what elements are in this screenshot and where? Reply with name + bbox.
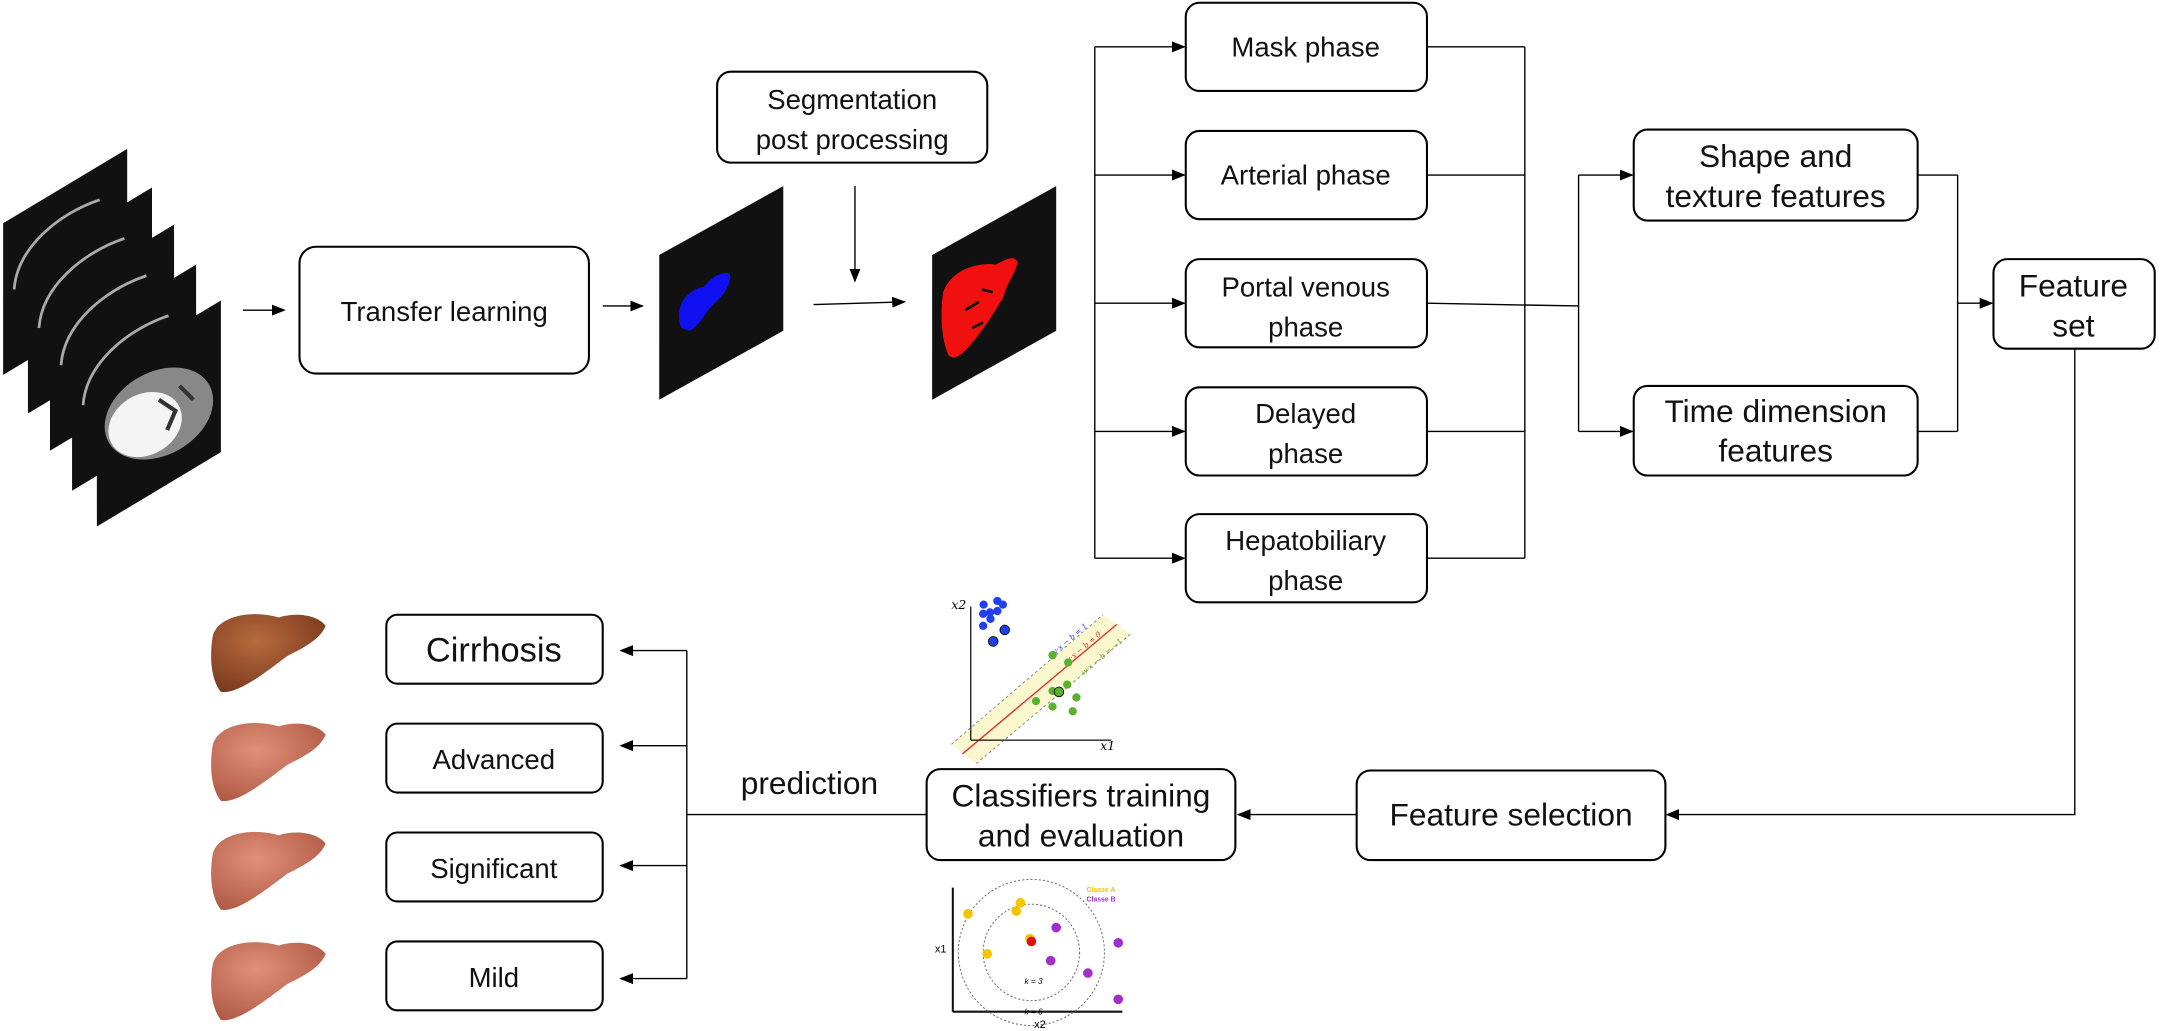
feature-set-label: set xyxy=(2052,307,2094,343)
liver-image xyxy=(211,831,326,910)
segmentation-label-line2: post processing xyxy=(756,124,949,155)
time-dimension-label: Time dimension xyxy=(1664,393,1886,429)
knn-point-class-b xyxy=(1113,937,1124,948)
svm-support-vector xyxy=(988,636,999,647)
svm-point-class1 xyxy=(986,614,995,624)
outcome-mild: Mild xyxy=(385,940,604,1012)
phase-label: phase xyxy=(1268,565,1343,596)
outcome-significant: Significant xyxy=(385,831,604,903)
svm-point-class1 xyxy=(979,621,988,630)
time-dimension-features-box: Time dimension features xyxy=(1632,384,1919,477)
segmentation-mask-red xyxy=(932,186,1057,400)
phase-split-connector xyxy=(1094,41,1186,564)
feature-set-label: Feature xyxy=(2019,267,2128,303)
phase-label: phase xyxy=(1268,438,1343,469)
outcome-cirrhosis: Cirrhosis xyxy=(385,613,604,685)
classifiers-label: and evaluation xyxy=(978,817,1184,853)
liver-image xyxy=(211,722,326,802)
feature-selection-label: Feature selection xyxy=(1390,797,1633,833)
phase-delayed: Delayed phase xyxy=(1184,386,1428,477)
knn-point-class-a xyxy=(982,948,993,959)
feature-merge-connector xyxy=(1917,174,1994,433)
knn-point-class-b xyxy=(1045,955,1056,966)
svm-point-class2 xyxy=(1048,702,1057,711)
phase-label: Portal venous xyxy=(1221,271,1389,302)
svm-support-vector xyxy=(1053,686,1065,698)
knn-point-class-a xyxy=(963,909,973,919)
arrow xyxy=(813,296,906,308)
classifiers-label: Classifiers training xyxy=(952,777,1211,813)
phase-portal-venous: Portal venous phase xyxy=(1184,258,1428,349)
feature-selection-box: Feature selection xyxy=(1355,769,1667,862)
svm-point-class1 xyxy=(979,609,988,618)
phase-label: Mask phase xyxy=(1231,32,1380,63)
knn-x-axis-label: x2 xyxy=(1034,1019,1046,1031)
knn-k3-label: k = 3 xyxy=(1024,977,1043,986)
knn-inset: x1 x2 Classe A Classe B k = 3 k = 6 xyxy=(935,878,1124,1031)
knn-point-class-b xyxy=(1113,994,1124,1005)
transfer-learning-box: Transfer learning xyxy=(298,245,590,375)
liver-image xyxy=(211,942,326,1021)
outcome-label: Advanced xyxy=(433,744,556,775)
outcome-label: Mild xyxy=(469,962,520,993)
knn-point-class-b xyxy=(1051,922,1062,933)
outcome-advanced: Advanced xyxy=(385,722,604,794)
knn-y-axis-label: x1 xyxy=(935,943,947,955)
shape-texture-features-box: Shape and texture features xyxy=(1632,128,1919,222)
svm-y-axis-label: x2 xyxy=(951,597,966,612)
phase-hepatobiliary: Hepatobiliary phase xyxy=(1184,513,1428,604)
knn-k6-label: k = 6 xyxy=(1024,1007,1043,1016)
classifiers-box: Classifiers training and evaluation xyxy=(925,768,1237,862)
svm-x-axis-label: x1 xyxy=(1100,738,1115,753)
svm-point-class2 xyxy=(1072,693,1081,702)
svm-point-class2 xyxy=(1068,707,1077,716)
svm-point-class1 xyxy=(993,606,1002,616)
phase-label: Hepatobiliary xyxy=(1225,525,1386,556)
svm-point-class2 xyxy=(1063,680,1072,689)
knn-query-point xyxy=(1026,936,1037,947)
outcome-label: Significant xyxy=(430,853,557,884)
svm-point-class1 xyxy=(979,600,988,609)
svm-point-class2 xyxy=(1048,651,1057,660)
phase-merge-connector xyxy=(1426,46,1634,559)
segmentation-label-line1: Segmentation xyxy=(767,84,937,115)
knn-point-class-a xyxy=(1015,897,1026,908)
shape-texture-label: texture features xyxy=(1666,178,1886,214)
svm-point-class1 xyxy=(998,600,1008,609)
svm-support-vector xyxy=(999,624,1010,636)
mri-image-stack xyxy=(3,148,221,527)
feature-set-box: Feature set xyxy=(1992,258,2156,350)
phase-arterial: Arterial phase xyxy=(1184,129,1428,221)
prediction-label: prediction xyxy=(741,765,878,801)
time-dimension-label: features xyxy=(1718,433,1833,469)
phase-label: phase xyxy=(1268,311,1343,342)
knn-legend-a: Classe A xyxy=(1087,887,1116,894)
segmentation-post-processing-box: Segmentation post processing xyxy=(716,70,989,164)
outcome-label: Cirrhosis xyxy=(426,632,562,670)
shape-texture-label: Shape and xyxy=(1699,138,1852,174)
phase-mask: Mask phase xyxy=(1184,1,1428,93)
phase-label: Arterial phase xyxy=(1221,160,1391,191)
liver-cirrhotic-image xyxy=(211,614,326,693)
svm-inset: x2 x1 w·x − b = 1 w·x − b = 0 w·x − b = … xyxy=(951,596,1131,764)
prediction-connector xyxy=(619,645,927,985)
svm-point-class2 xyxy=(1064,658,1073,667)
knn-point-class-a xyxy=(1011,906,1022,916)
svm-point-class2 xyxy=(1031,696,1041,706)
svm-point-class1 xyxy=(985,608,995,617)
knn-point-class-b xyxy=(1083,968,1093,978)
transfer-learning-label: Transfer learning xyxy=(341,296,548,327)
phase-label: Delayed xyxy=(1255,398,1356,429)
arrow xyxy=(1665,348,2076,821)
mri-slice xyxy=(96,300,221,527)
segmentation-mask-blue xyxy=(659,186,784,400)
knn-legend-b: Classe B xyxy=(1087,896,1116,903)
